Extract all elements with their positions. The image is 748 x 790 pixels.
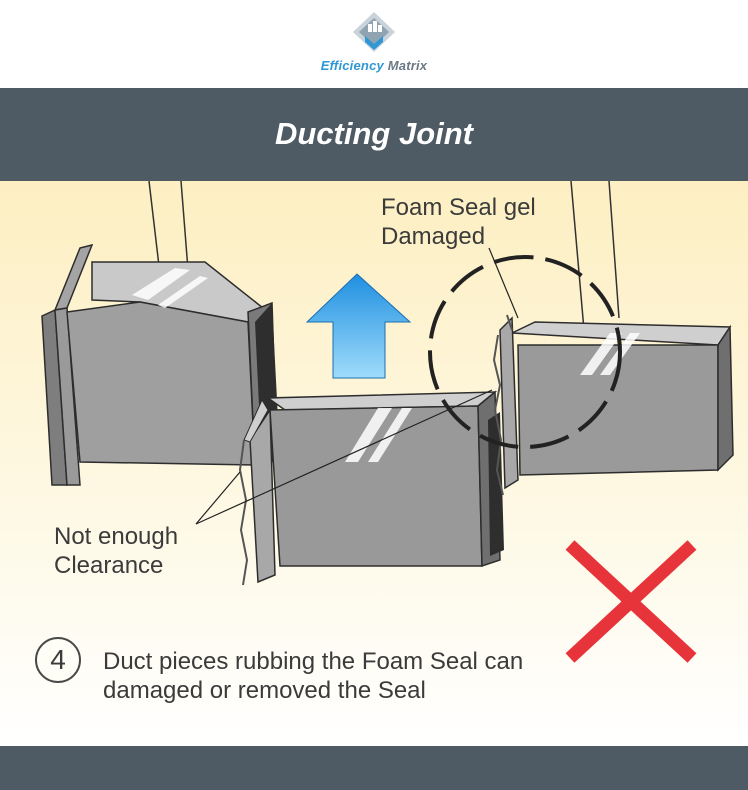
- foam-seal-label-line1: Foam Seal gel: [381, 194, 536, 221]
- foam-seal-label-line2: Damaged: [381, 223, 486, 250]
- center-duct: [238, 390, 504, 586]
- brand-word-1: Efficiency: [320, 58, 384, 73]
- logo-area: Efficiency Matrix: [0, 0, 748, 88]
- clearance-label-line1: Not enough: [54, 523, 179, 550]
- step-number-badge: 4: [35, 637, 81, 683]
- footer-band: [0, 746, 748, 790]
- logo-icon: [353, 12, 395, 52]
- brand-name: Efficiency Matrix: [0, 58, 748, 73]
- cross-icon: [565, 540, 697, 663]
- up-arrow-icon: [305, 273, 412, 379]
- step-description-line1: Duct pieces rubbing the Foam Seal can: [103, 648, 524, 675]
- pointer-lines: [195, 247, 519, 525]
- damage-highlight-circle: [428, 255, 622, 449]
- clearance-label-line2: Clearance: [54, 552, 164, 579]
- right-duct: [492, 314, 734, 496]
- step-description-line2: damaged or removed the Seal: [103, 677, 426, 704]
- title-band: [0, 88, 748, 181]
- page-title: Ducting Joint: [274, 116, 474, 151]
- brand-word-2: Matrix: [387, 58, 428, 73]
- duct-illustration: [0, 181, 748, 746]
